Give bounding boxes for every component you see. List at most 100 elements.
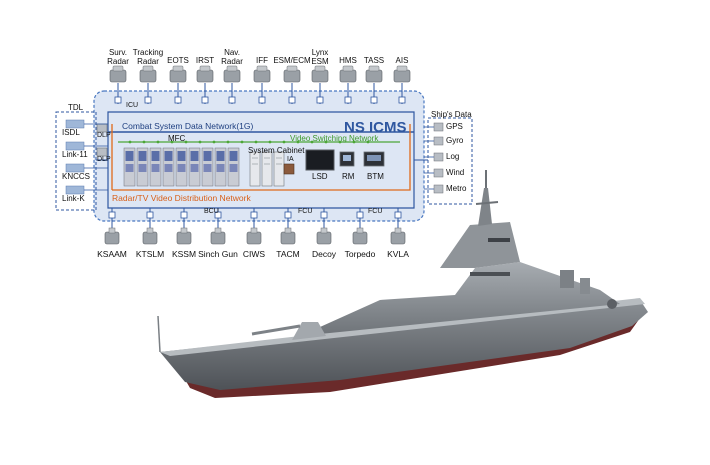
ships-data-label: Log bbox=[446, 152, 460, 161]
weapon-label: KSSM bbox=[171, 249, 197, 259]
ais-icon bbox=[393, 65, 411, 104]
ship-sensor-icon bbox=[433, 122, 444, 132]
dlp-label-1: DLP bbox=[97, 132, 111, 139]
ships-data-title: Ship's Data bbox=[431, 110, 472, 119]
rtv-line bbox=[112, 124, 411, 191]
ktslm-icon bbox=[142, 208, 158, 245]
tacm-icon bbox=[280, 208, 296, 245]
tdl-link-label: ISDL bbox=[62, 128, 80, 137]
kvla-icon bbox=[390, 208, 406, 245]
link-icon bbox=[65, 119, 85, 129]
icms-title: NS ICMS bbox=[344, 119, 407, 136]
gun-icon bbox=[210, 208, 226, 245]
system-cabinet-icon bbox=[273, 151, 285, 187]
tdl-box bbox=[55, 111, 97, 211]
ships-data-label: GPS bbox=[446, 122, 463, 131]
csdn-label: Combat System Data Network(1G) bbox=[122, 121, 254, 131]
nav-radar-icon bbox=[223, 65, 241, 104]
mfc-console-icon bbox=[123, 147, 136, 187]
kssm-icon bbox=[176, 208, 192, 245]
rtv-label: Radar/TV Video Distribution Network bbox=[112, 193, 251, 203]
mfc-console-icon bbox=[149, 147, 162, 187]
weapon-label: CIWS bbox=[242, 249, 266, 259]
irst-icon bbox=[196, 65, 214, 104]
dlp-label-2: DLP bbox=[97, 156, 111, 163]
mfc-console-icon bbox=[188, 147, 201, 187]
ships-data-label: Metro bbox=[446, 184, 467, 193]
decoy-icon bbox=[316, 208, 332, 245]
sensor-label: TASS bbox=[363, 56, 385, 65]
weapon-label: Decoy bbox=[311, 249, 337, 259]
sensor-label: HMS bbox=[339, 56, 357, 65]
ship-gun bbox=[292, 322, 326, 340]
lsd-icon bbox=[305, 149, 335, 171]
esm-ecm-icon bbox=[283, 65, 301, 104]
ksaam-icon bbox=[104, 208, 120, 245]
tdl-link-label: Link-11 bbox=[62, 150, 88, 159]
ia-icon bbox=[283, 163, 295, 175]
ship-sensor-icon bbox=[433, 152, 444, 162]
surveillance-radar-icon bbox=[109, 65, 127, 104]
link-icon bbox=[65, 141, 85, 151]
tracking-radar-icon bbox=[139, 65, 157, 104]
frigate-illustration bbox=[157, 170, 648, 398]
weapon-label: Sinch Gun bbox=[198, 249, 238, 259]
tdl-link-label: KNCCS bbox=[62, 172, 91, 181]
csdn-bus bbox=[107, 111, 415, 209]
rm-label: RM bbox=[342, 172, 355, 181]
torpedo-icon bbox=[352, 208, 368, 245]
ship-hull bbox=[160, 300, 648, 390]
ship-sensor-icon bbox=[433, 136, 444, 146]
tdl-link-label: Link-K bbox=[62, 194, 85, 203]
ships-data-label: Wind bbox=[446, 168, 465, 177]
lynx-esm-icon bbox=[311, 65, 329, 104]
weapon-label: KTSLM bbox=[135, 249, 165, 259]
btm-label: BTM bbox=[367, 172, 384, 181]
eots-icon bbox=[169, 65, 187, 104]
hms-icon bbox=[339, 65, 357, 104]
system-cabinet-icon bbox=[261, 151, 273, 187]
icu-label: ICU bbox=[126, 102, 139, 109]
lsd-label: LSD bbox=[312, 172, 328, 181]
bcu-label: BCU bbox=[204, 208, 219, 215]
ship-superstructure bbox=[300, 262, 620, 336]
ship-sensor-icon bbox=[433, 168, 444, 178]
mfc-console-icon bbox=[214, 147, 227, 187]
weapon-label: Torpedo bbox=[344, 249, 376, 259]
ship-mast-block bbox=[440, 222, 520, 268]
ia-label: IA bbox=[287, 156, 294, 163]
mfc-console-icon bbox=[162, 147, 175, 187]
sensor-label: ESM/ECM bbox=[273, 56, 311, 65]
fcu-label-2: FCU bbox=[368, 208, 383, 215]
mfc-console-icon bbox=[201, 147, 214, 187]
vsn-label: Video Switching Network bbox=[290, 134, 379, 143]
sensor-label: Surv.Radar bbox=[107, 48, 129, 66]
fcu-label-1: FCU bbox=[298, 208, 313, 215]
tdl-title: TDL bbox=[68, 103, 84, 112]
sensor-label: AIS bbox=[395, 56, 409, 65]
weapon-label: TACM bbox=[276, 249, 300, 259]
mfc-console-icon bbox=[136, 147, 149, 187]
dlp-icon bbox=[96, 123, 108, 133]
weapon-label: KSAAM bbox=[97, 249, 127, 259]
system-cabinet-icon bbox=[249, 151, 261, 187]
ciws-icon bbox=[246, 208, 262, 245]
mfc-console-icon bbox=[175, 147, 188, 187]
weapon-label: KVLA bbox=[387, 249, 409, 259]
sensor-label: IFF bbox=[256, 56, 268, 65]
mfc-label: MFC bbox=[168, 134, 186, 143]
iff-icon bbox=[253, 65, 271, 104]
sensor-label: Nav.Radar bbox=[221, 48, 243, 66]
ships-data-label: Gyro bbox=[446, 136, 464, 145]
sensor-label: IRST bbox=[195, 56, 215, 65]
link-icon bbox=[65, 185, 85, 195]
mfc-console-icon bbox=[227, 147, 240, 187]
ship-mast bbox=[478, 188, 492, 226]
ship-sensor-icon bbox=[433, 184, 444, 194]
link-icon bbox=[65, 163, 85, 173]
cabinet-label: System Cabinet bbox=[248, 146, 305, 155]
